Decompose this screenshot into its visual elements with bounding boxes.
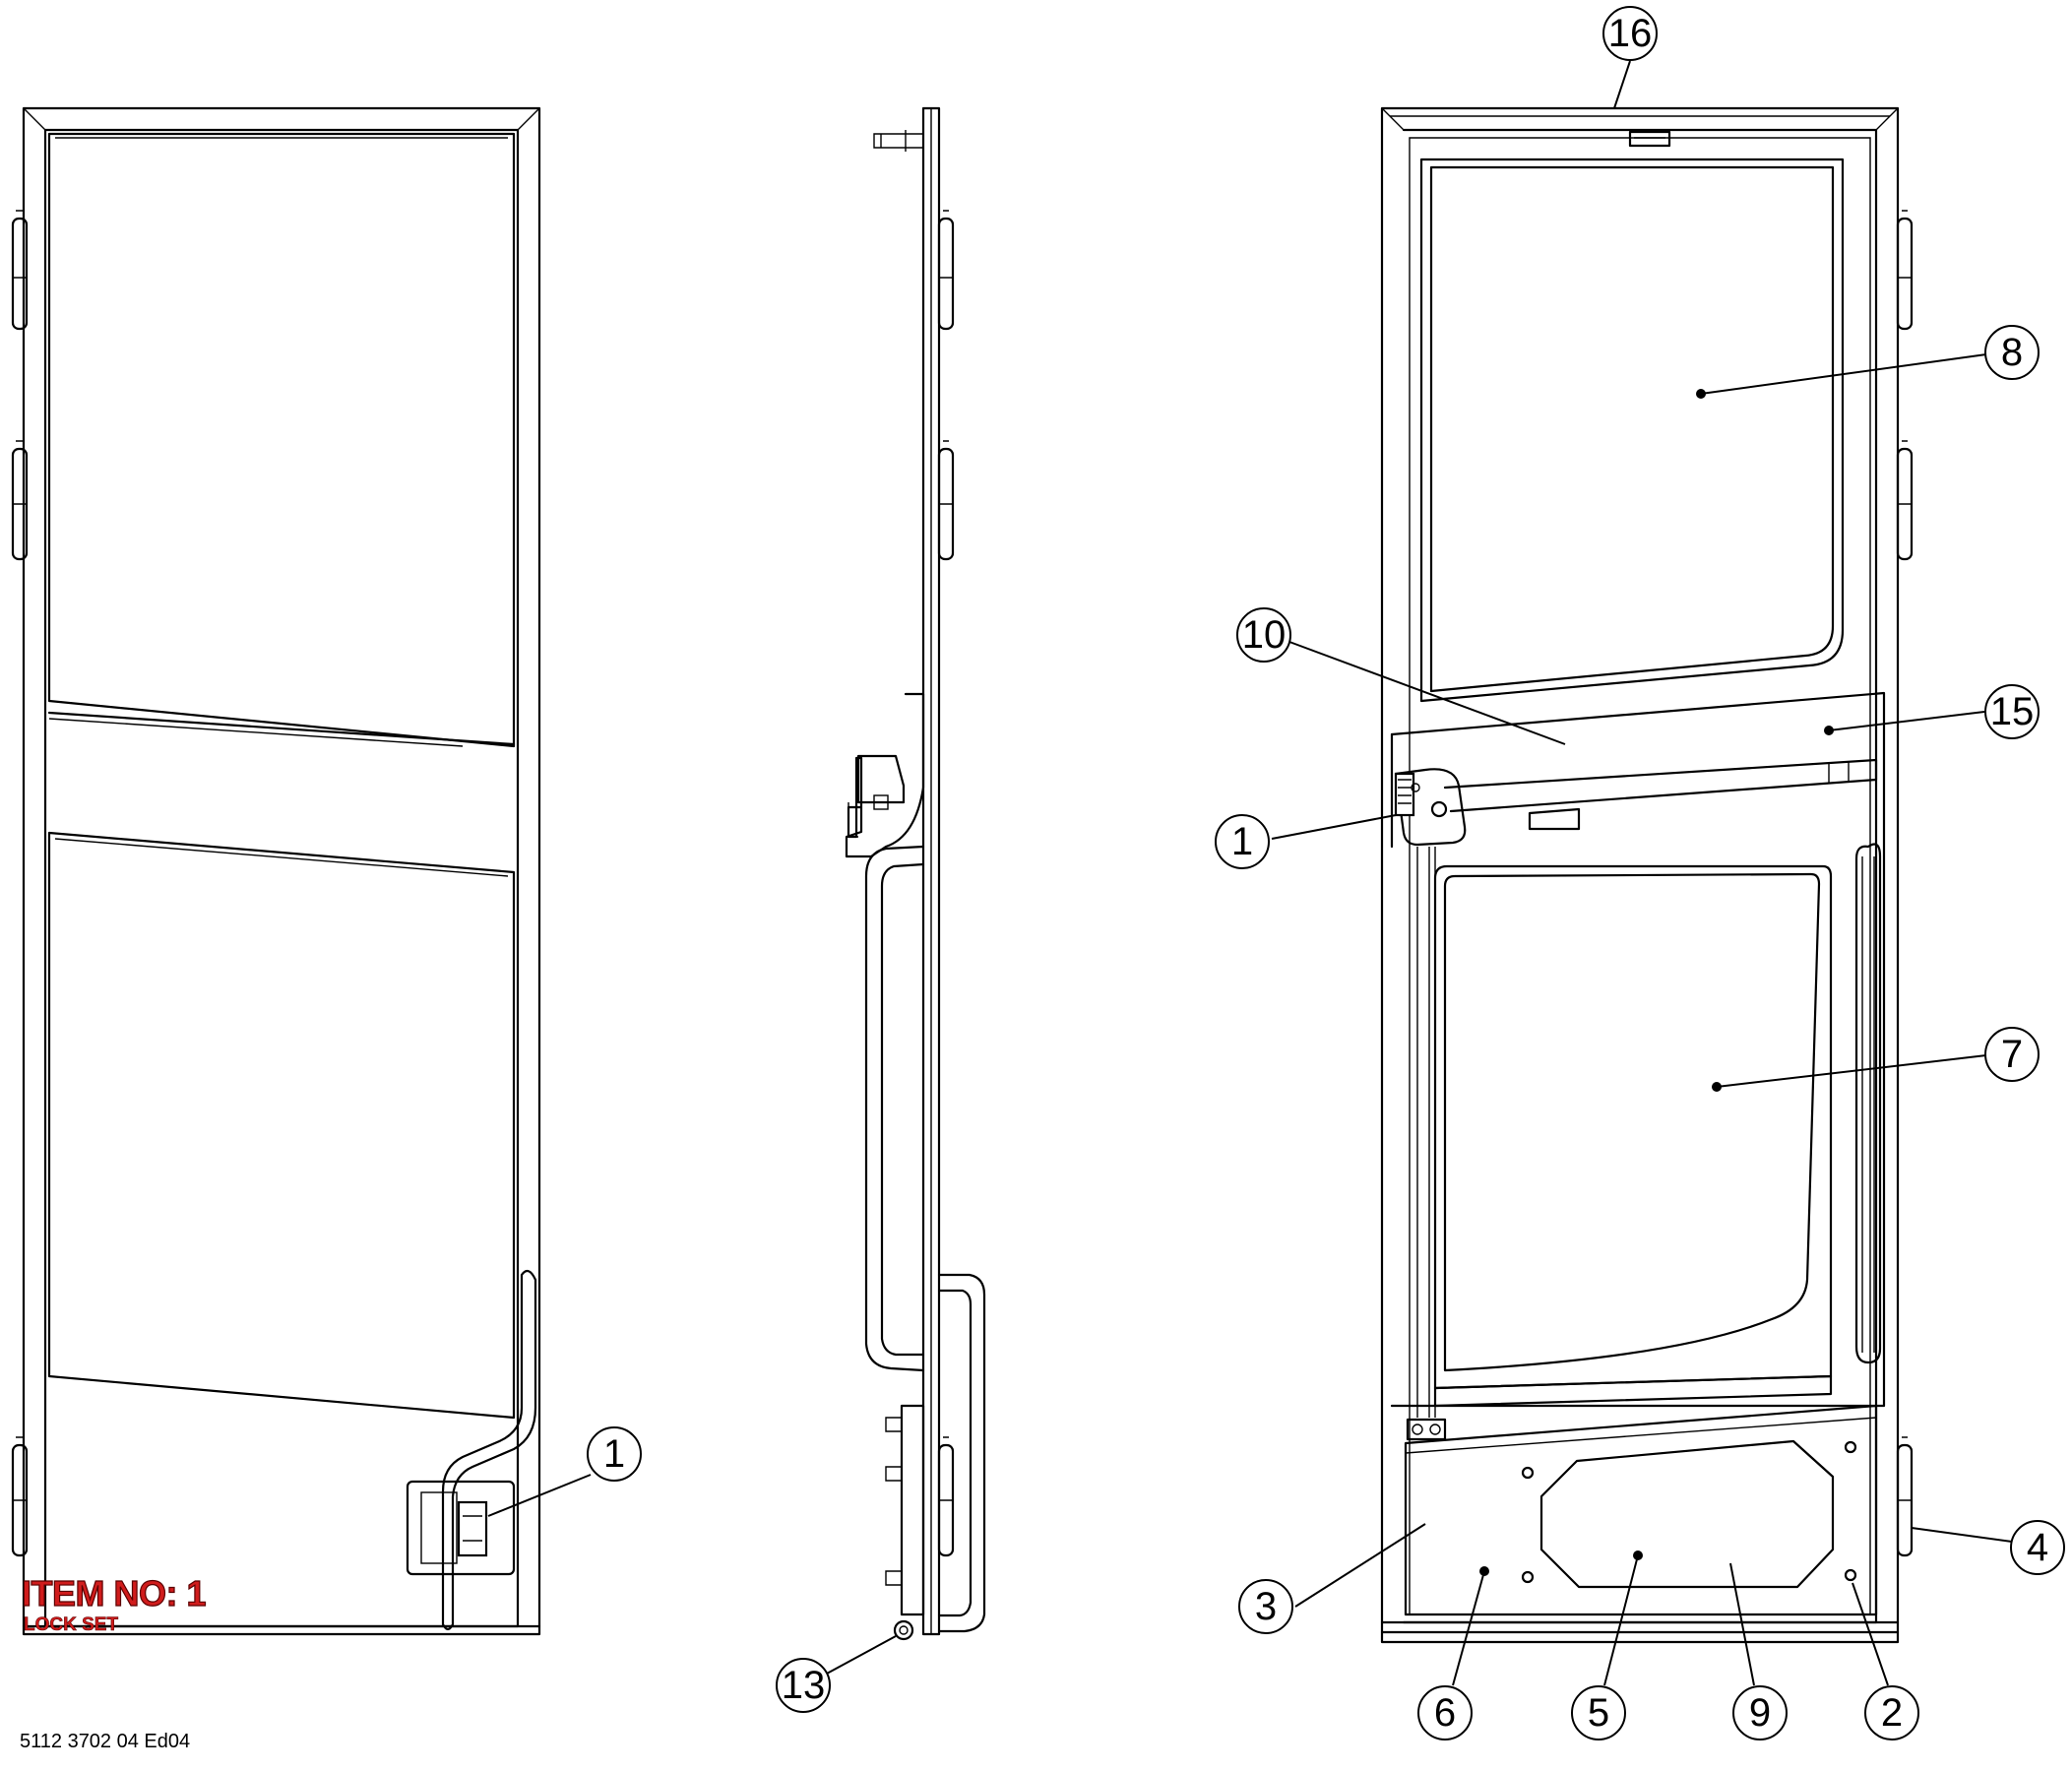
callout-front-1-label: 1: [603, 1432, 625, 1476]
callout-rear-1: 1: [1215, 814, 1270, 869]
item-description-label: LOCK SET: [24, 1614, 119, 1636]
callout-side-13: 13: [776, 1658, 831, 1713]
callout-rear-5-label: 5: [1588, 1691, 1609, 1735]
callout-rear-2-label: 2: [1881, 1691, 1903, 1735]
callout-rear-15-label: 15: [1990, 690, 2035, 733]
side-view-door: [845, 106, 986, 1641]
callout-rear-4-label: 4: [2027, 1526, 2048, 1569]
callout-rear-7: 7: [1984, 1027, 2040, 1082]
callout-rear-6-label: 6: [1434, 1691, 1456, 1735]
callout-rear-8: 8: [1984, 325, 2040, 380]
callout-rear-1-label: 1: [1231, 820, 1253, 863]
leader-lines: [487, 60, 2013, 1686]
callout-rear-9: 9: [1732, 1685, 1788, 1740]
callout-rear-15: 15: [1984, 684, 2040, 739]
callout-rear-3-label: 3: [1255, 1585, 1277, 1628]
callout-rear-10: 10: [1236, 607, 1291, 663]
callout-rear-9-label: 9: [1749, 1691, 1771, 1735]
rear-view-door: [1380, 106, 1914, 1644]
callout-rear-3: 3: [1238, 1579, 1293, 1634]
callout-rear-8-label: 8: [2001, 331, 2023, 374]
callout-side-13-label: 13: [782, 1664, 826, 1707]
callout-rear-4: 4: [2010, 1520, 2065, 1575]
callout-rear-16: 16: [1602, 6, 1658, 61]
callout-rear-10-label: 10: [1242, 613, 1287, 657]
front-view-door: [11, 106, 541, 1636]
document-number: 5112 3702 04 Ed04: [20, 1731, 191, 1752]
callout-front-1: 1: [587, 1426, 642, 1482]
callout-rear-2: 2: [1864, 1685, 1919, 1740]
callout-rear-5: 5: [1571, 1685, 1626, 1740]
callout-rear-16-label: 16: [1608, 12, 1653, 55]
callout-rear-6: 6: [1417, 1685, 1473, 1740]
item-number-label: ITEM NO: 1: [21, 1572, 207, 1614]
callout-rear-7-label: 7: [2001, 1033, 2023, 1076]
